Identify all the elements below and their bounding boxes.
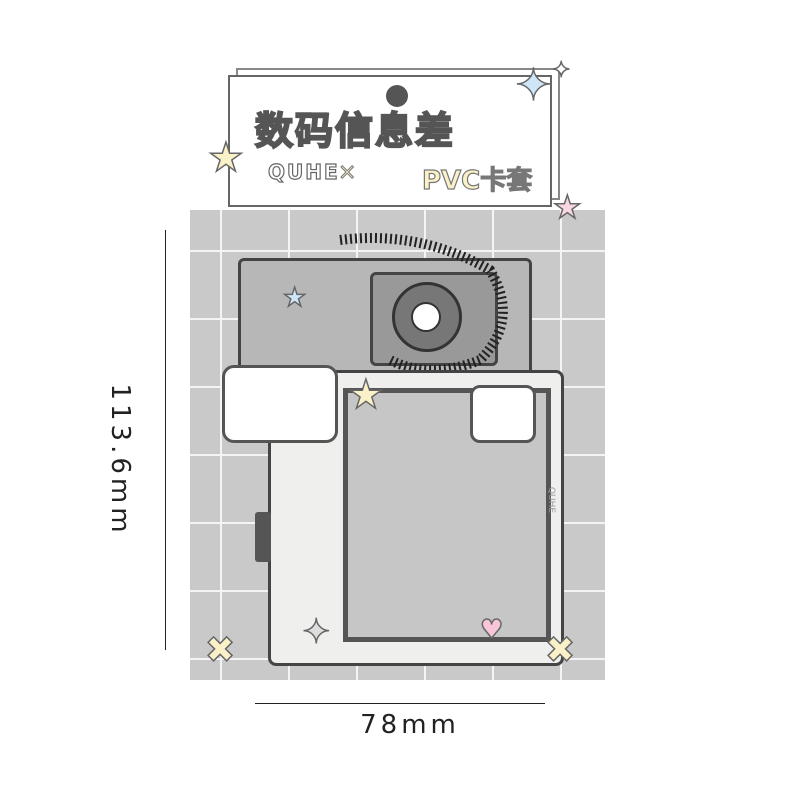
side-brand-text: QUHE [546, 486, 557, 514]
sparkle-small-icon: ✦ [551, 57, 571, 84]
star-pink-icon: ★ [552, 187, 582, 227]
star-yellow-icon: ★ [207, 134, 244, 182]
brand-label: QUHE [267, 159, 340, 184]
side-tab [255, 512, 271, 562]
coil-lanyard-icon [339, 233, 508, 375]
cat-charm [222, 365, 338, 443]
dial-center [411, 302, 441, 332]
cat-peek-sticker [470, 385, 536, 443]
separator-mark: × [337, 160, 357, 186]
cross-yellow-icon: ✖ [204, 629, 236, 672]
sparkle-grey-icon: ✦ [301, 611, 331, 653]
star-yellow-icon: ★ [347, 371, 384, 419]
product-subtitle: PVC卡套 [421, 165, 533, 196]
height-dimension-line [165, 230, 166, 650]
height-label: 113.6mm [105, 383, 135, 537]
cross-yellow-icon: ✖ [544, 629, 576, 672]
sparkle-blue-icon: ✦ [514, 59, 552, 112]
star-blue-icon: ★ [282, 282, 307, 314]
width-label: 78mm [360, 710, 460, 740]
heart-pink-icon: ♥ [479, 614, 504, 646]
width-dimension-line [255, 703, 545, 704]
dot-decoration [386, 85, 408, 107]
product-title: 数码信息差 [254, 108, 456, 154]
